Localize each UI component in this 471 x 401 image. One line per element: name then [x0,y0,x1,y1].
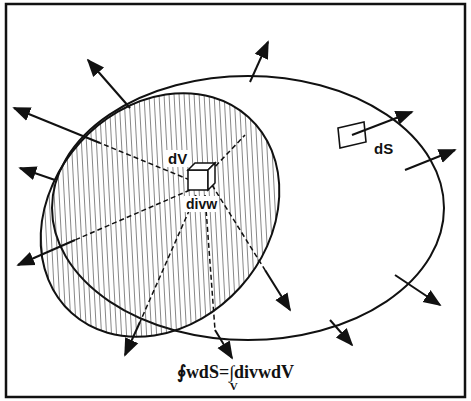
theorem-formula: ∮wdS=∫divwdV [175,362,296,382]
volume-label: dV [166,150,189,167]
outward-arrows [14,42,455,358]
volume-cube [188,163,215,190]
cross-section [0,45,329,386]
integral-subscript: V [228,380,240,393]
flux-rays [75,135,265,330]
divergence-label: divw [184,196,219,212]
surface-label: dS [372,140,395,157]
